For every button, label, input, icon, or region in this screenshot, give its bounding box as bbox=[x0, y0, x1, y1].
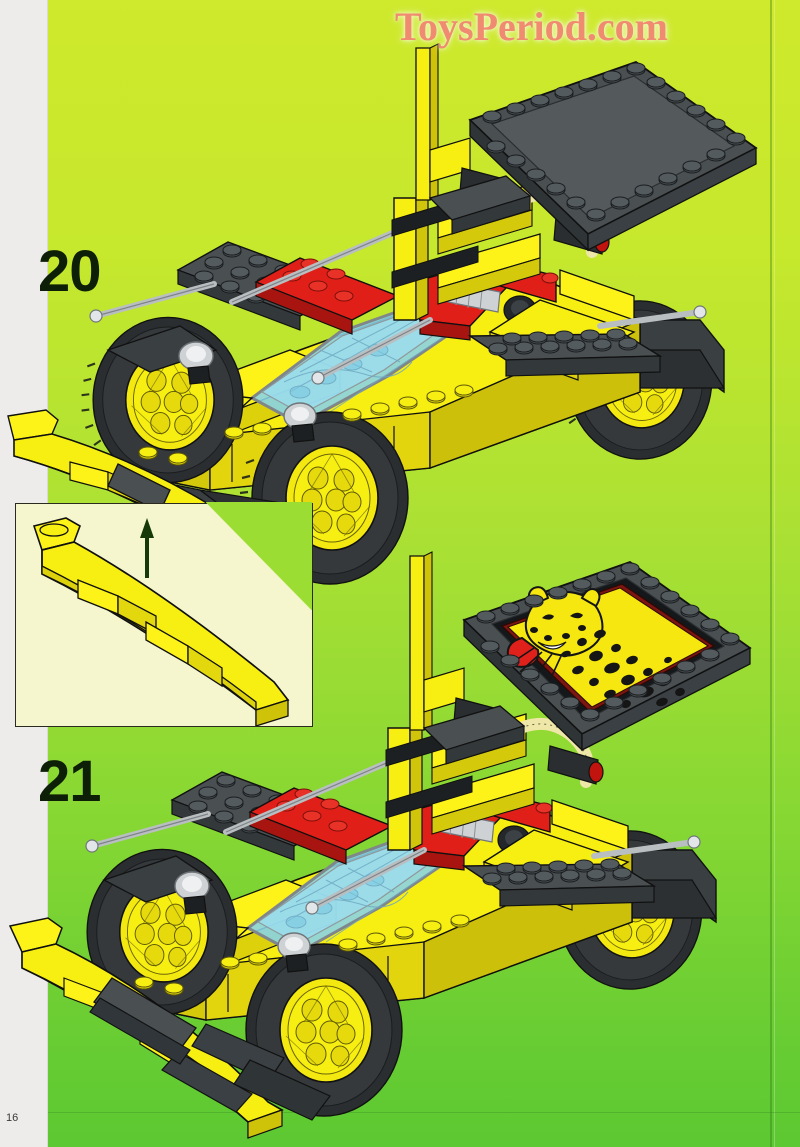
page-binding-line bbox=[770, 0, 772, 1147]
callout-corner-cut bbox=[206, 502, 312, 610]
watermark-toysperiod: ToysPeriod.com bbox=[395, 4, 668, 49]
page-fold-line bbox=[48, 1112, 800, 1113]
step-21-model-illustration bbox=[0, 530, 800, 1140]
assembly-arrow-up-icon bbox=[140, 518, 154, 578]
page-binding-highlight bbox=[774, 0, 775, 1147]
step-number-20: 20 bbox=[38, 239, 102, 304]
step-20-model-illustration bbox=[0, 20, 800, 620]
step-number-21: 21 bbox=[38, 749, 102, 814]
page-number: 16 bbox=[6, 1112, 19, 1124]
